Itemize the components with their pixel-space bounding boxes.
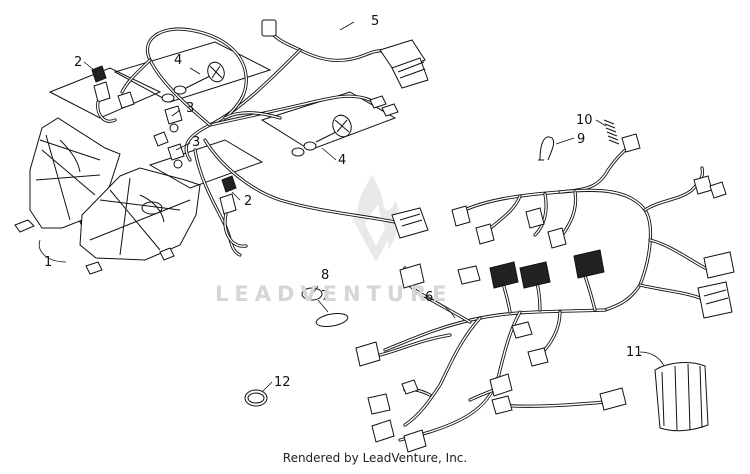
harness-connectors bbox=[355, 133, 735, 453]
callout-4-upper: 4 bbox=[174, 53, 182, 68]
wire-clip bbox=[538, 136, 555, 161]
callout-2-upper: 2 bbox=[74, 55, 82, 70]
top-small-connector bbox=[261, 19, 277, 37]
callout-9: 9 bbox=[577, 132, 585, 147]
main-harness-connector bbox=[379, 39, 429, 89]
watermark-logo bbox=[352, 175, 400, 262]
retainer-upper bbox=[161, 61, 225, 103]
headlight-harness bbox=[120, 27, 402, 257]
callout-8: 8 bbox=[321, 268, 329, 283]
retainer-detail-box-upper bbox=[113, 41, 272, 103]
callout-3-lower: 3 bbox=[192, 135, 200, 150]
callout-leaders bbox=[83, 21, 665, 393]
callout-leader-1 bbox=[38, 239, 67, 263]
callout-10: 10 bbox=[576, 113, 593, 128]
callout-12: 12 bbox=[274, 375, 291, 390]
callout-2-lower: 2 bbox=[244, 194, 252, 209]
retainer-lower bbox=[291, 114, 352, 157]
hose-clamp bbox=[244, 389, 268, 407]
callout-11: 11 bbox=[626, 345, 643, 360]
harness-end-connector bbox=[391, 207, 429, 239]
grommet bbox=[315, 312, 349, 328]
callout-1: 1 bbox=[44, 255, 52, 270]
cable-tie-loop bbox=[301, 287, 323, 301]
render-credit: Rendered by LeadVenture, Inc. bbox=[282, 451, 468, 465]
bulb-detail-box-upper bbox=[48, 67, 162, 119]
bulb-detail-box-lower bbox=[148, 139, 264, 189]
socket-upper bbox=[164, 105, 183, 133]
callout-3-upper: 3 bbox=[186, 101, 194, 116]
callout-5: 5 bbox=[371, 14, 379, 29]
spring-connector bbox=[603, 119, 620, 145]
callout-4-lower: 4 bbox=[338, 153, 346, 168]
watermark-text: LEADVENTURE bbox=[215, 282, 453, 306]
bulb-lower bbox=[219, 175, 248, 248]
callout-6: 6 bbox=[425, 290, 433, 305]
bulb-upper bbox=[91, 65, 135, 123]
protective-sleeve bbox=[654, 362, 709, 432]
callout-7: 7 bbox=[321, 289, 329, 304]
ground-terminals bbox=[369, 95, 399, 117]
